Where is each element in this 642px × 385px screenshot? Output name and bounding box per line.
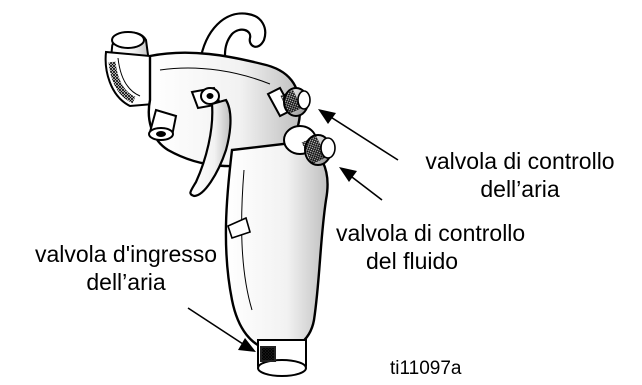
figure-id: ti11097a xyxy=(390,358,462,380)
air-control-label-line1: valvola di controllo xyxy=(398,147,642,175)
air-control-label: valvola di controllo dell’aria xyxy=(398,147,642,203)
air-inlet-label: valvola d'ingresso dell’aria xyxy=(8,240,244,296)
air-inlet-fitting xyxy=(258,340,306,376)
air-control-label-line2: dell’aria xyxy=(398,175,642,203)
arrow-pointer xyxy=(318,109,336,124)
air-inlet-label-line2: dell’aria xyxy=(8,268,244,296)
fluid-control-label-line2: del fluido xyxy=(336,247,525,275)
air-inlet-label-line1: valvola d'ingresso xyxy=(8,240,244,268)
air-cap xyxy=(106,32,154,106)
fluid-control-label: valvola di controllo del fluido xyxy=(336,219,525,275)
fluid-control-label-line1: valvola di controllo xyxy=(336,219,525,247)
leader-fluid-control xyxy=(339,167,382,200)
